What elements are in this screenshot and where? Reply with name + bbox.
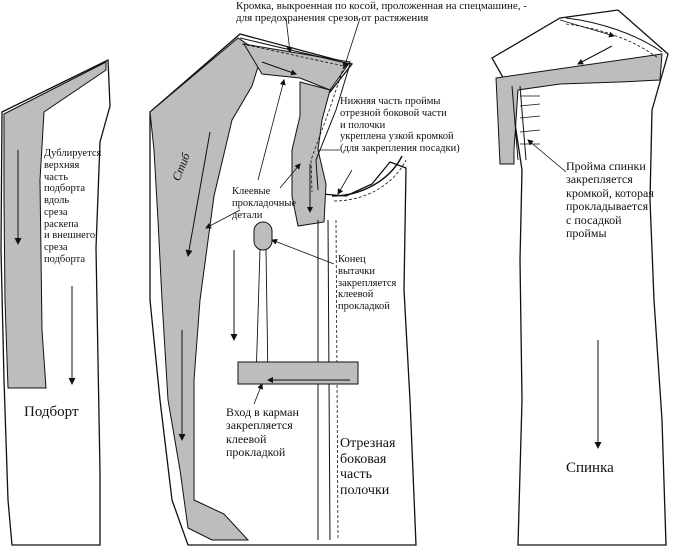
dart-lines (255, 249, 269, 381)
shoulder-interfacing (243, 43, 351, 91)
leader-adhesive-3 (279, 163, 301, 189)
front-grain-arrow-lapel (185, 131, 211, 257)
facing-note: Дублируется верхняя часть подборта вдоль… (44, 148, 102, 265)
back-armhole-note: Пройма спинки закрепляется кромкой, кото… (566, 159, 654, 241)
front-lapel-interfacing (149, 37, 263, 541)
leader-adhesive-1 (257, 79, 286, 181)
shoulder-arrow (261, 61, 297, 76)
shoulder-tape (239, 37, 351, 65)
leader-top-note (285, 17, 293, 53)
back-neck-tape-stitch (565, 23, 659, 59)
dart-note: Конец вытачки закрепляется клеевой прокл… (338, 254, 397, 312)
leader-adhesive-2 (205, 209, 241, 229)
back-piece (491, 9, 669, 546)
leader-back-top (559, 19, 615, 38)
back-armhole-interfacing (495, 53, 663, 165)
facing-title: Подборт (24, 404, 79, 420)
leader-dart-note (271, 239, 335, 265)
armhole-front-note: Нижняя часть проймы отрезной боковой час… (340, 96, 460, 154)
back-armhole-tape (511, 85, 527, 161)
leader-armhole-note (337, 169, 353, 195)
armhole-front-tape (315, 63, 351, 191)
facing-piece (0, 58, 111, 546)
leader-top-note-2 (342, 17, 361, 69)
side-part-title: Отрезная боковая часть полочки (340, 436, 396, 499)
dart-interfacing (253, 221, 273, 251)
adhesive-parts-note: Клеевые прокладочные детали (232, 186, 297, 221)
pocket-interfacing (237, 361, 359, 385)
facing-interfacing (3, 61, 107, 389)
lower-armhole-tape (331, 155, 403, 197)
back-ease-marks (519, 95, 541, 145)
armhole-front-tape-stitch (310, 65, 345, 193)
leader-pocket-note (253, 383, 263, 405)
top-note: Кромка, выкроенная по косой, проложенная… (236, 0, 527, 25)
shoulder-tape-stitch (241, 43, 345, 67)
back-shoulder-arrow (577, 45, 613, 65)
back-title: Спинка (566, 460, 614, 476)
back-neck-tape (565, 17, 663, 53)
pocket-note: Вход в карман закрепляется клеевой прокл… (226, 405, 299, 460)
armhole-interfacing (291, 81, 331, 227)
front-piece (149, 17, 417, 546)
leader-back-note (527, 139, 567, 173)
